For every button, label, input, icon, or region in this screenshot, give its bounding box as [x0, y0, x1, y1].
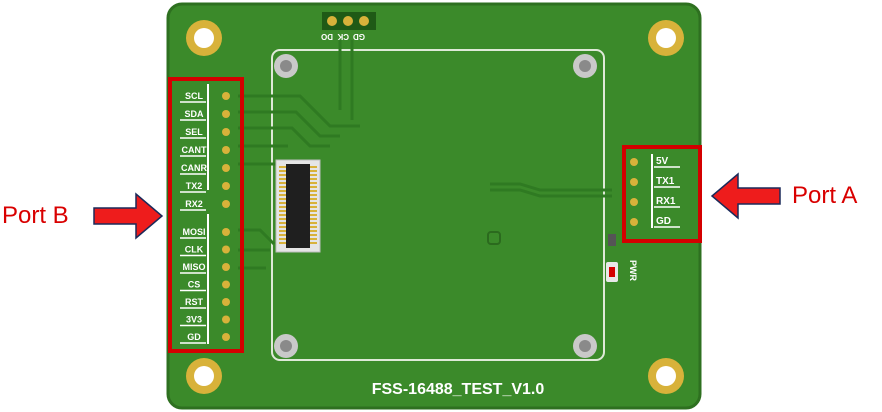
port-b-pin-label: MOSI	[182, 227, 205, 237]
port-b-pin: RX2	[180, 199, 230, 211]
port-b-pin-label: MISO	[182, 262, 205, 272]
port-b-pin: MOSI	[180, 227, 230, 239]
port-b-pin: GD	[180, 332, 230, 344]
port-a-pin: RX1	[630, 196, 680, 208]
port-b-pin: TX2	[180, 181, 230, 193]
port-b-pin: 3V3	[180, 315, 230, 327]
board-title: FSS-16488_TEST_V1.0	[372, 381, 545, 398]
port-b-pin-label: 3V3	[186, 315, 202, 325]
port-b-label: Port B	[2, 202, 69, 229]
pcb-body	[168, 4, 700, 408]
port-b-pin: SCL	[180, 91, 230, 103]
port-b-pin: CANR	[180, 163, 230, 175]
top-header	[322, 12, 376, 30]
port-b-pin: CANT	[180, 145, 230, 157]
port-b-pin-label: CS	[188, 280, 201, 290]
port-b-pin-label: SDA	[184, 109, 204, 119]
port-b-pin-label: RX2	[185, 199, 203, 209]
port-b-pin: SEL	[180, 127, 230, 139]
port-b-pin: SDA	[180, 109, 230, 121]
pcb-traces	[238, 40, 612, 270]
port-a-pin-label: TX1	[656, 176, 675, 187]
port-a-pin-label: RX1	[656, 196, 676, 207]
port-b-pin-label: SEL	[185, 127, 203, 137]
port-a-highlight	[622, 145, 702, 243]
port-a-pin-label: 5V	[656, 156, 669, 167]
port-a-label: Port A	[792, 182, 858, 209]
mounting-holes	[186, 20, 684, 394]
port-b-pin-label: CANT	[182, 145, 207, 155]
pwr-led: PWR	[606, 234, 638, 282]
module-outline	[271, 49, 605, 361]
top-header-labels: DO CK GD	[321, 32, 365, 41]
port-b-arrow	[93, 192, 164, 240]
port-b-pin-label: GD	[187, 332, 201, 342]
connector-pins	[279, 166, 317, 244]
port-b-pin-label: CANR	[181, 163, 207, 173]
header-label-gd: GD	[353, 32, 365, 41]
port-a-pin: GD	[630, 216, 680, 228]
port-a-pin: 5V	[630, 156, 680, 168]
port-a-pin: TX1	[630, 176, 680, 188]
pwr-label: PWR	[628, 260, 638, 281]
port-a-pin-label: GD	[656, 216, 671, 227]
port-b-pin-label: CLK	[185, 245, 204, 255]
test-pad	[487, 231, 501, 245]
port-b-pin: RST	[180, 297, 230, 309]
header-label-ck: CK	[337, 32, 349, 41]
port-b-pin-label: RST	[185, 297, 204, 307]
port-a-arrow	[710, 172, 781, 220]
port-b-pin-label: TX2	[186, 181, 203, 191]
port-b-pin: CLK	[180, 245, 230, 257]
header-label-do: DO	[321, 32, 333, 41]
port-b-pin-label: SCL	[185, 91, 204, 101]
port-b-pin: CS	[180, 280, 230, 292]
port-b-highlight	[168, 77, 244, 353]
port-b-pin: MISO	[180, 262, 230, 274]
